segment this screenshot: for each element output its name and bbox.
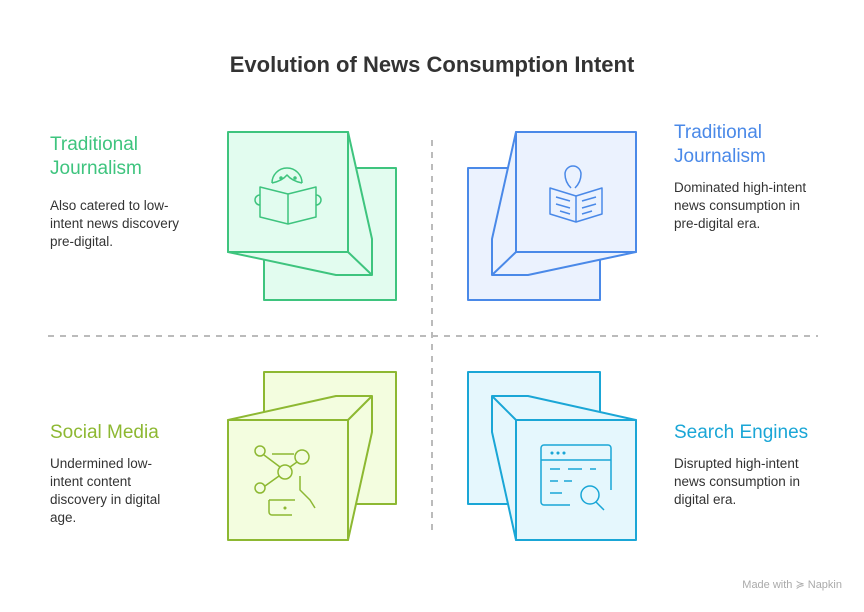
quadrant-heading: Traditional Journalism [50,134,142,179]
quadrant-bottom-left: Social Media Undermined low-intent conte… [50,421,185,527]
cube-bottom-right [467,371,637,541]
social-network-phone-icon [254,445,316,516]
quadrant-bottom-right: Search Engines Disrupted high-intent new… [674,421,824,509]
reader-with-newspaper-icon [549,165,603,223]
cube-top-right [467,131,637,301]
quadrant-description: Undermined low-intent content discovery … [50,456,161,525]
napkin-watermark: Made with ≽ Napkin [742,579,842,591]
quadrant-description: Also catered to low-intent news discover… [50,198,180,249]
quadrant-heading: Search Engines [674,422,809,443]
diagram-title: Evolution of News Consumption Intent [229,52,635,77]
browser-search-icon [540,444,612,511]
quadrant-description: Disrupted high-intent news consumption i… [674,456,801,507]
cube-bottom-left [227,371,397,541]
quadrant-heading: Traditional Journalism [674,122,766,167]
quadrant-top-right: Traditional Journalism Dominated high-in… [674,121,814,233]
quadrant-description: Dominated high-intent news consumption i… [674,180,807,231]
quadrant-heading: Social Media [50,422,159,443]
cube-top-left [227,131,397,301]
quadrant-top-left: Traditional Journalism Also catered to l… [50,133,200,251]
person-reading-book-icon [254,167,322,225]
